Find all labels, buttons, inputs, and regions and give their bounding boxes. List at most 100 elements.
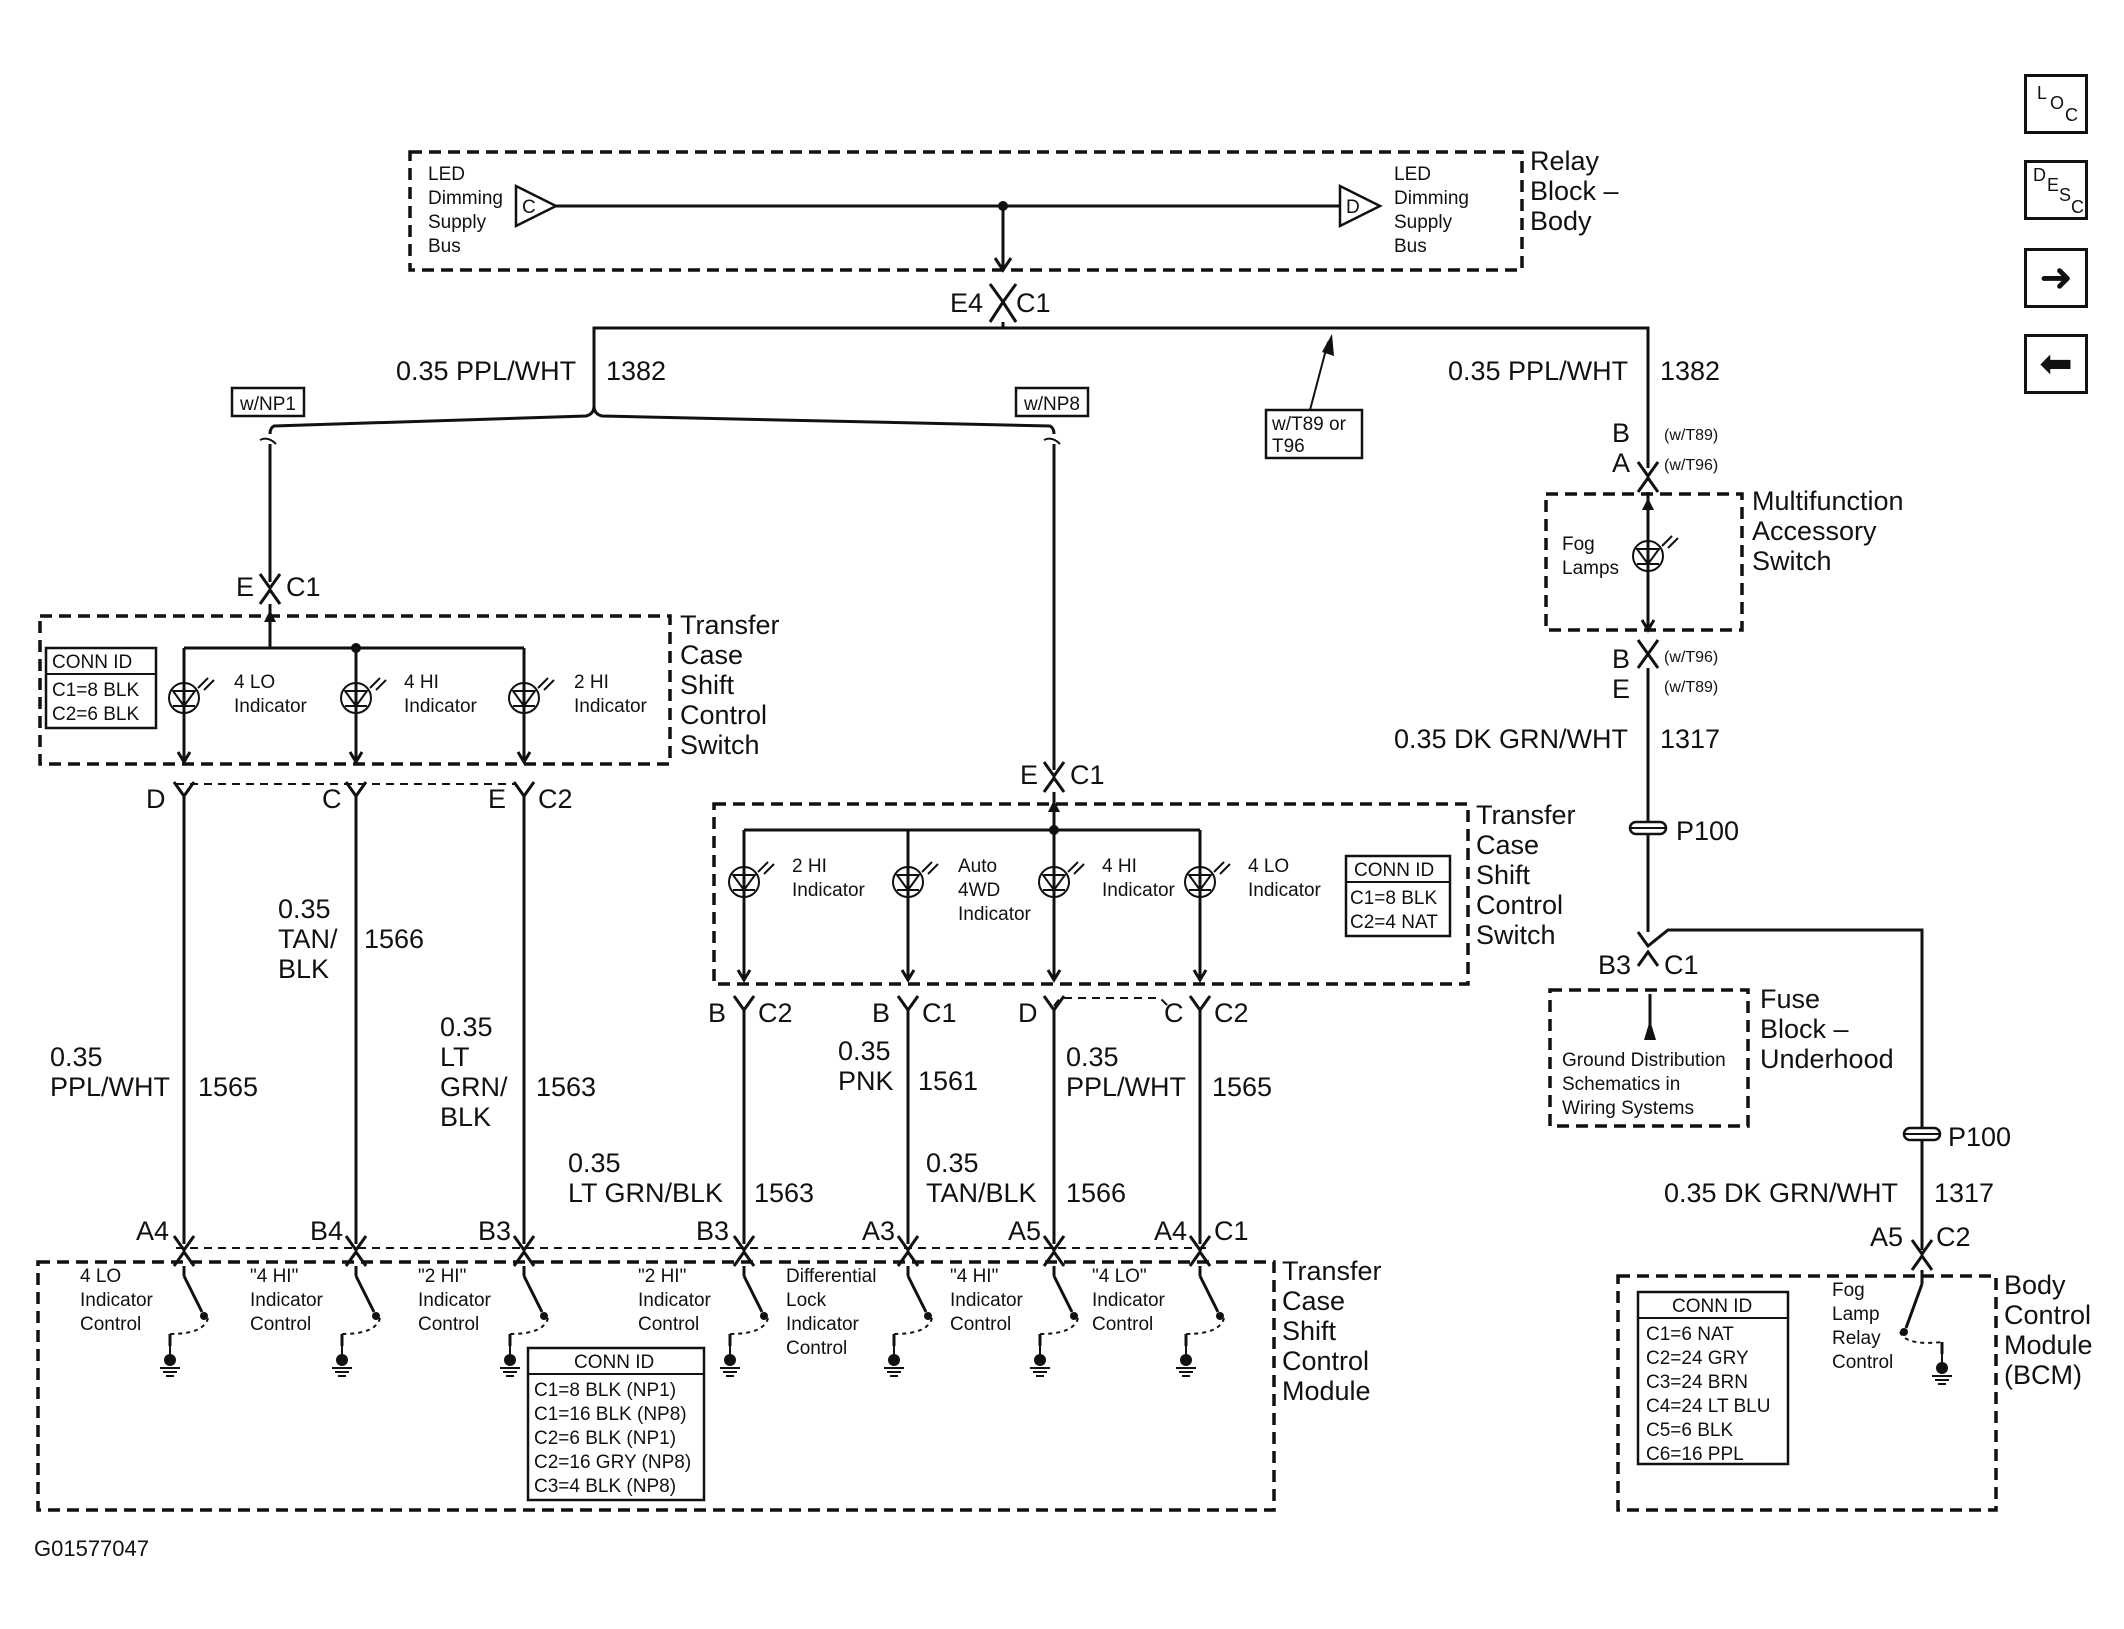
previous-page-button[interactable]: ⬅	[2024, 334, 2088, 394]
led-label: 4 HI	[1102, 856, 1137, 877]
component-name: Underhood	[1760, 1044, 1894, 1074]
wire-gauge: 0.35	[926, 1148, 979, 1178]
relay-block-name: Block –	[1530, 176, 1619, 206]
conn-id-header: CONN ID	[574, 1352, 654, 1373]
indicator-control-switches	[159, 1266, 1225, 1377]
component-name: Control	[1282, 1346, 1369, 1376]
circuit-number: 1382	[606, 356, 666, 386]
option-label: w/NP1	[239, 394, 296, 415]
desc-letter: E	[2047, 175, 2060, 195]
control-label: Differential	[786, 1266, 876, 1287]
transfer-case-switch-np8: Transfer Case Shift Control Switch CONN …	[712, 792, 1576, 986]
bus-pin: D	[1346, 197, 1360, 218]
loc-letter: L	[2037, 83, 2048, 103]
bus-label: Supply	[428, 212, 487, 233]
circuit-number: 1561	[918, 1066, 978, 1096]
pin-e: E	[236, 572, 254, 602]
wire-gauge: GRN/	[440, 1072, 508, 1102]
wire-gauge: 0.35 PPL/WHT	[1448, 356, 1628, 386]
circuit-number: 1563	[536, 1072, 596, 1102]
connector-c1: C1	[1214, 1216, 1249, 1246]
bus-label: LED	[428, 164, 465, 185]
wire-gauge: LT	[440, 1042, 470, 1072]
led-label: 2 HI	[574, 672, 609, 693]
pin-label: A4	[1154, 1216, 1187, 1246]
loc-button[interactable]: L O C	[2024, 74, 2088, 134]
conn-id-row: C3=4 BLK (NP8)	[534, 1476, 676, 1497]
component-name: Body	[2004, 1270, 2066, 1300]
wire-gauge: 0.35 DK GRN/WHT	[1664, 1178, 1898, 1208]
desc-letter: S	[2059, 185, 2072, 205]
control-label: Control	[638, 1314, 699, 1335]
component-name: Case	[1476, 830, 1539, 860]
component-name: Multifunction	[1752, 486, 1904, 516]
control-label: 4 LO	[80, 1266, 121, 1287]
wire-gauge: TAN/	[278, 924, 338, 954]
led-label: Indicator	[404, 696, 478, 717]
led-label: Indicator	[574, 696, 648, 717]
control-label: Indicator	[418, 1290, 492, 1311]
connector-c2: C2	[758, 998, 793, 1028]
pin-label: B	[1612, 644, 1630, 674]
component-name: Module	[2004, 1330, 2093, 1360]
option-label: (w/T89)	[1664, 427, 1718, 444]
pin-label: B	[708, 998, 726, 1028]
next-page-button[interactable]: ➜	[2024, 248, 2088, 308]
conn-id-row: C2=6 BLK (NP1)	[534, 1428, 676, 1449]
wire-gauge: LT GRN/BLK	[568, 1178, 723, 1208]
control-label: "2 HI"	[418, 1266, 466, 1287]
pin-label: A3	[862, 1216, 895, 1246]
wire-gauge: PNK	[838, 1066, 894, 1096]
wire-gauge: 0.35	[278, 894, 331, 924]
pin-label: B3	[478, 1216, 511, 1246]
component-name: (BCM)	[2004, 1360, 2082, 1390]
control-label: "4 HI"	[950, 1266, 998, 1287]
multifunction-accessory-switch: Multifunction Accessory Switch Fog Lamps	[1544, 486, 1904, 632]
pin-label: A5	[1870, 1222, 1903, 1252]
bus-connector-c	[514, 183, 559, 229]
pin-label: C	[1164, 998, 1184, 1028]
led-label: Indicator	[958, 904, 1032, 925]
conn-id-row: C5=6 BLK	[1646, 1420, 1733, 1441]
conn-id-row: C1=8 BLK (NP1)	[534, 1380, 676, 1401]
control-label: Indicator	[950, 1290, 1024, 1311]
body-control-module: Body Control Module (BCM) CONN ID C1=6 N…	[1616, 1270, 2093, 1512]
splice-p100-lower: P100	[1902, 1122, 2011, 1152]
led-label: Indicator	[234, 696, 308, 717]
component-name: Switch	[1476, 920, 1556, 950]
circuit-number: 1317	[1934, 1178, 1994, 1208]
control-label: Indicator	[250, 1290, 324, 1311]
circuit-number: 1317	[1660, 724, 1720, 754]
desc-button[interactable]: D E S C	[2024, 160, 2088, 220]
conn-id-row: C1=8 BLK	[1350, 888, 1437, 909]
splice-p100-upper: P100	[1628, 816, 1739, 846]
bus-label: Bus	[428, 236, 461, 257]
relay-block-body: Relay Block – Body LED Dimming Supply Bu…	[408, 146, 1619, 273]
relay-block-name: Relay	[1530, 146, 1600, 176]
component-name: Control	[1476, 890, 1563, 920]
control-label: Indicator	[1092, 1290, 1166, 1311]
wire-gauge: PPL/WHT	[50, 1072, 170, 1102]
control-label: Control	[950, 1314, 1011, 1335]
pin-label: D	[1018, 998, 1038, 1028]
conn-id-header: CONN ID	[52, 652, 132, 673]
wire-gauge: 0.35 DK GRN/WHT	[1394, 724, 1628, 754]
connector-c1: C1	[1016, 288, 1051, 318]
led-label: Fog	[1562, 534, 1595, 555]
circuit-number: 1565	[1212, 1072, 1272, 1102]
component-name: Accessory	[1752, 516, 1877, 546]
led-label: Lamps	[1562, 558, 1619, 579]
control-label: Control	[250, 1314, 311, 1335]
pin-label: E	[488, 784, 506, 814]
wire-gauge: TAN/BLK	[926, 1178, 1037, 1208]
wire-gauge: 0.35	[568, 1148, 621, 1178]
component-name: Shift	[680, 670, 735, 700]
option-label: (w/T96)	[1664, 457, 1718, 474]
conn-id-header: CONN ID	[1672, 1296, 1752, 1317]
component-name: Shift	[1282, 1316, 1337, 1346]
led-label: 4 LO	[1248, 856, 1289, 877]
loc-letter: O	[2050, 93, 2065, 113]
led-label: 4 HI	[404, 672, 439, 693]
circuit-number: 1566	[364, 924, 424, 954]
option-label: w/NP8	[1023, 394, 1080, 415]
